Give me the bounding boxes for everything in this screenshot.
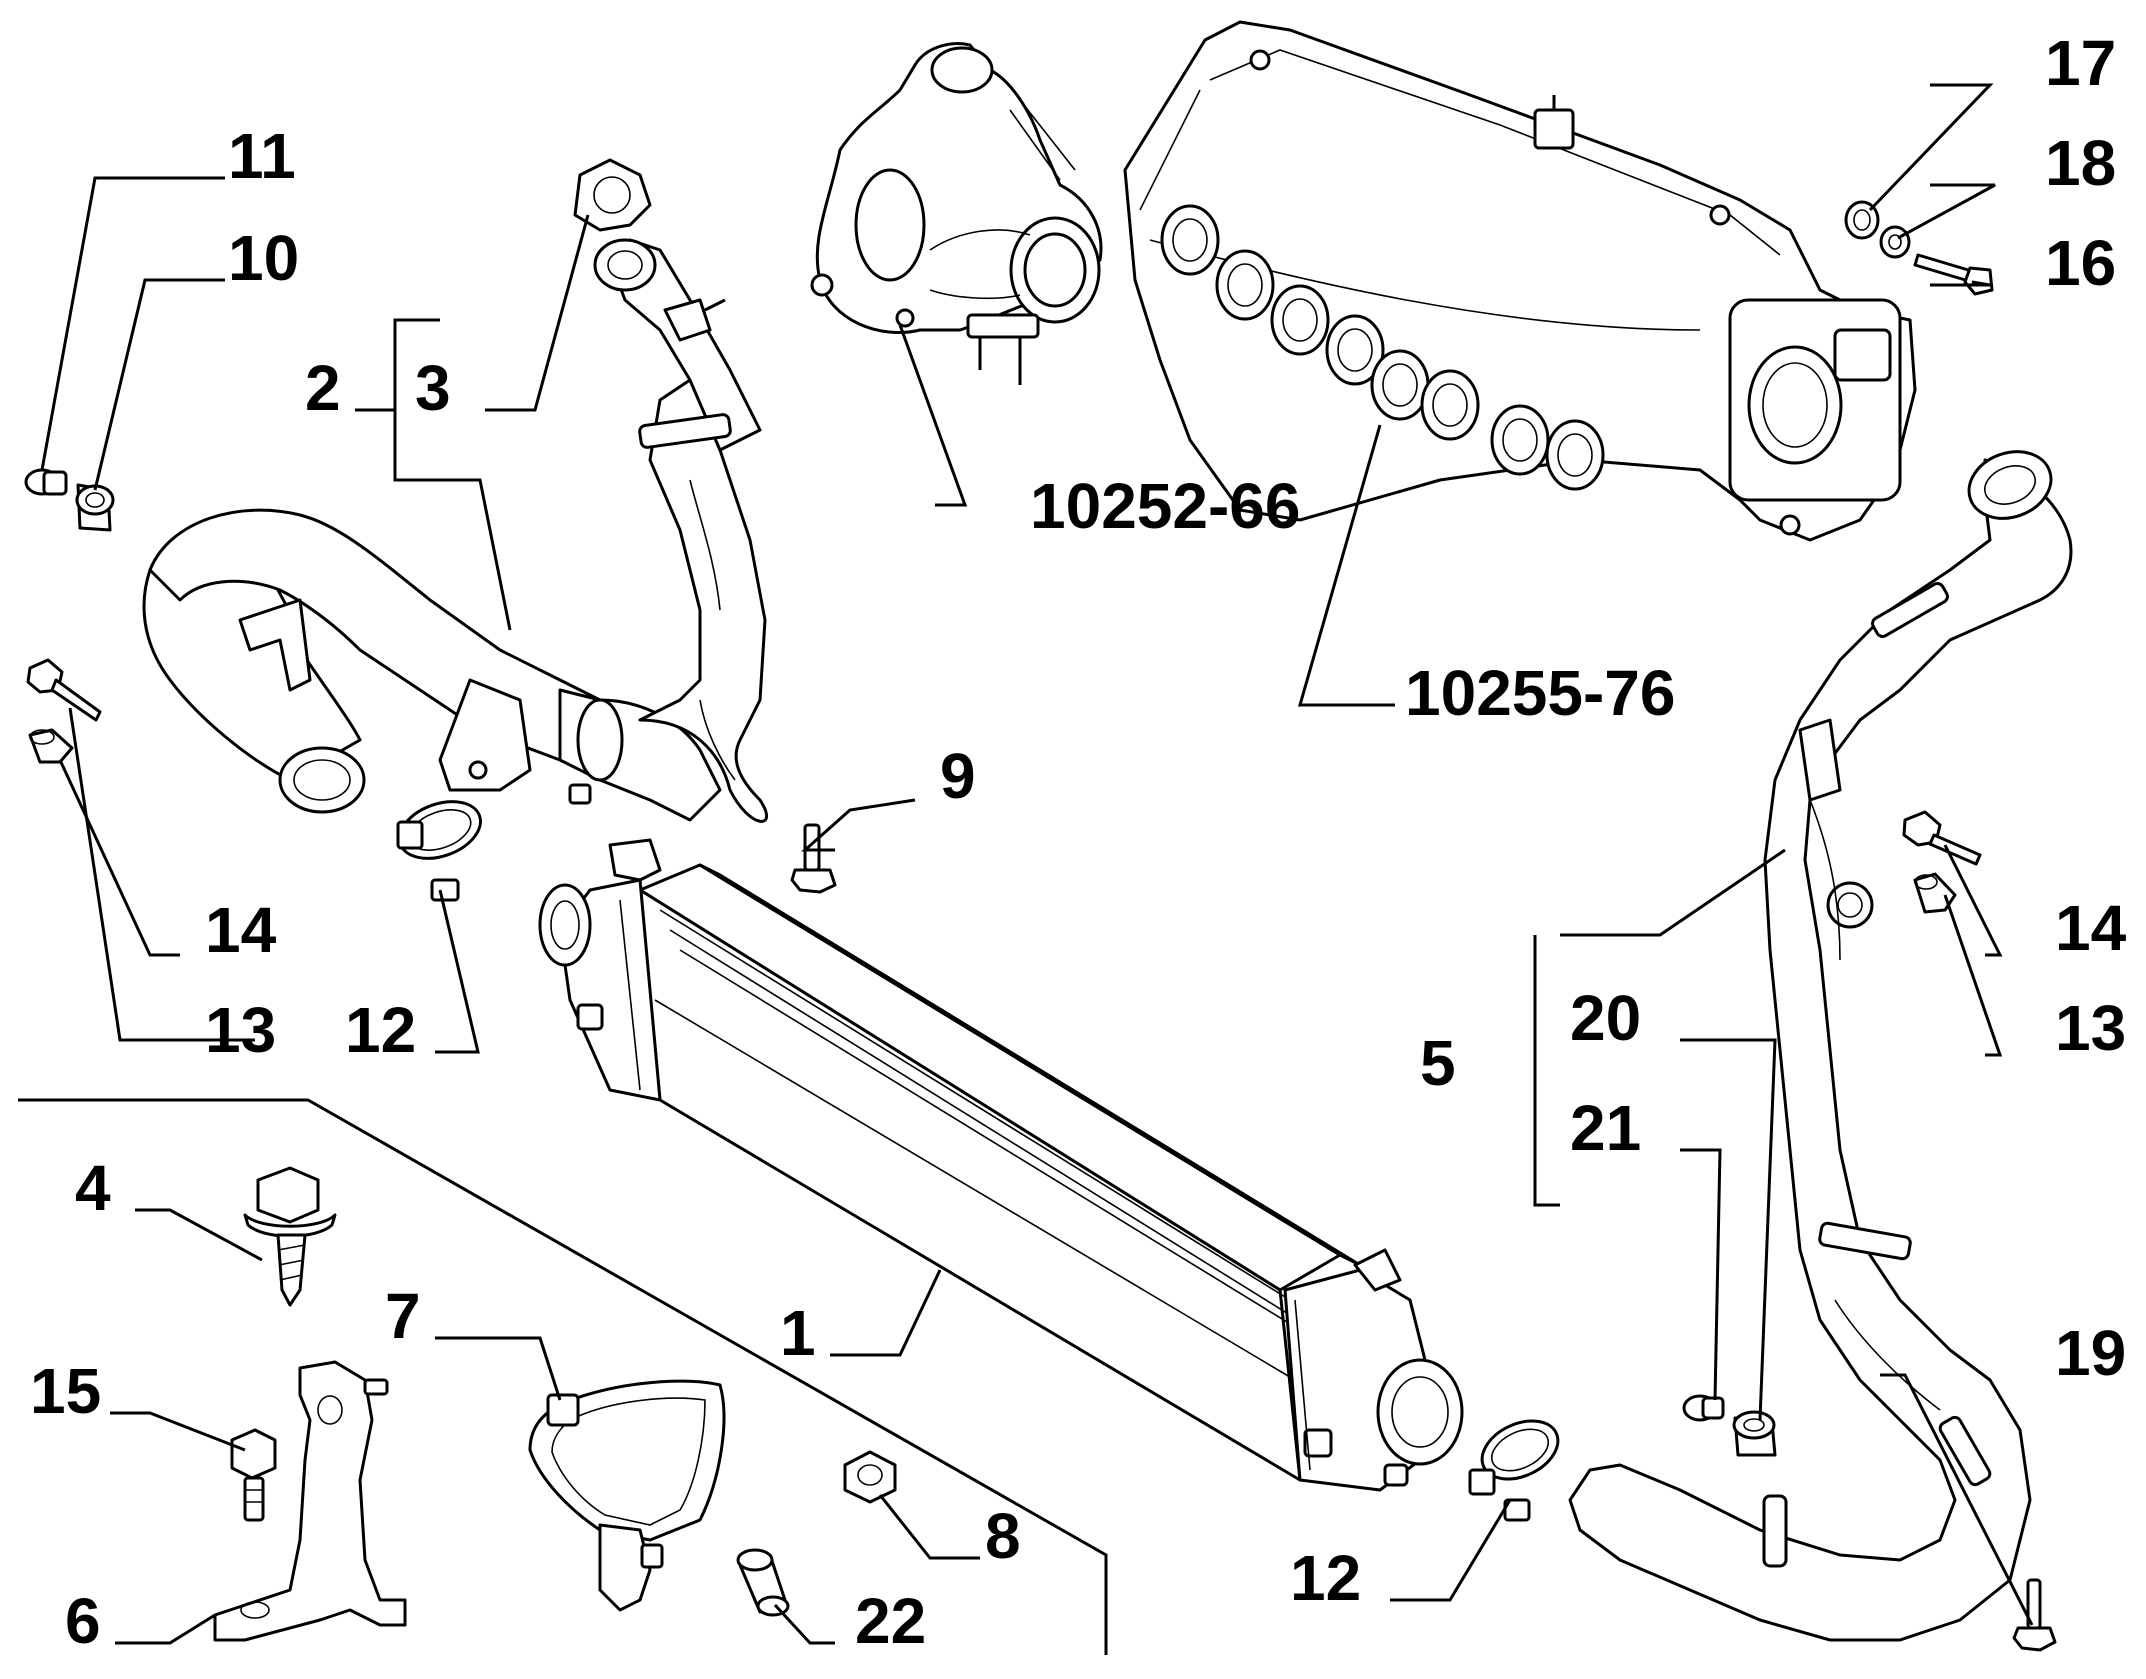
label-6: 6 — [65, 1585, 101, 1657]
label-manifold-ref: 10255-76 — [1405, 657, 1675, 729]
pipe-assembly-2 — [142, 238, 768, 823]
label-14-right: 14 — [2055, 892, 2127, 964]
intercooler-1 — [538, 838, 1464, 1492]
label-5: 5 — [1420, 1027, 1456, 1099]
bolt-16 — [1913, 253, 1994, 296]
spacer-20 — [1732, 1410, 1777, 1457]
turbocharger-part — [810, 42, 1103, 385]
label-20: 20 — [1570, 982, 1641, 1054]
label-12-upper: 12 — [345, 994, 416, 1066]
bolt-19 — [2012, 1578, 2057, 1652]
label-16: 16 — [2045, 227, 2116, 299]
bolt-14-right — [1902, 810, 1982, 866]
label-14-left: 14 — [205, 894, 277, 966]
label-turbo-ref: 10252-66 — [1030, 470, 1300, 542]
label-7: 7 — [385, 1280, 421, 1352]
spacer-10 — [75, 483, 115, 532]
callout-labels: 11 10 2 3 10252-66 10255-76 14 13 12 9 1… — [30, 27, 2127, 1657]
bolt-11 — [24, 468, 68, 496]
label-8: 8 — [985, 1500, 1021, 1572]
label-4: 4 — [75, 1152, 111, 1224]
clamp-12-upper — [396, 800, 482, 902]
bolt-15 — [230, 1428, 277, 1522]
label-19: 19 — [2055, 1317, 2126, 1389]
intake-manifold-part — [1123, 20, 1917, 542]
label-10: 10 — [228, 222, 299, 294]
plug-13-left — [28, 728, 74, 764]
label-11: 11 — [228, 120, 296, 192]
pipe-assembly-5 — [1568, 450, 2073, 1642]
label-3: 3 — [415, 352, 451, 424]
bolt-14-left — [26, 658, 102, 722]
label-22: 22 — [855, 1585, 926, 1657]
section-divider-line — [18, 1098, 1108, 1655]
label-12-lower: 12 — [1290, 1542, 1361, 1614]
bracket-6 — [213, 1360, 407, 1642]
plug-13-right — [1913, 872, 1957, 914]
label-13-left: 13 — [205, 994, 276, 1066]
clamp-12-lower — [1468, 1419, 1560, 1522]
label-15: 15 — [30, 1355, 101, 1427]
label-1: 1 — [780, 1297, 816, 1369]
label-9: 9 — [940, 740, 976, 812]
label-2: 2 — [305, 352, 341, 424]
nut-8 — [843, 1450, 897, 1504]
washer-17 — [1844, 200, 1880, 240]
screw-4 — [243, 1166, 337, 1307]
leader-lines — [40, 83, 2034, 1645]
strap-7 — [528, 1379, 726, 1612]
label-18: 18 — [2045, 127, 2116, 199]
o-ring-18 — [1879, 225, 1911, 259]
gasket-3 — [573, 158, 652, 232]
bolt-21 — [1682, 1394, 1725, 1422]
bolt-9 — [790, 823, 837, 894]
label-21: 21 — [1570, 1092, 1641, 1164]
sleeve-22 — [736, 1548, 790, 1617]
label-13-right: 13 — [2055, 992, 2126, 1064]
label-17: 17 — [2045, 27, 2116, 99]
